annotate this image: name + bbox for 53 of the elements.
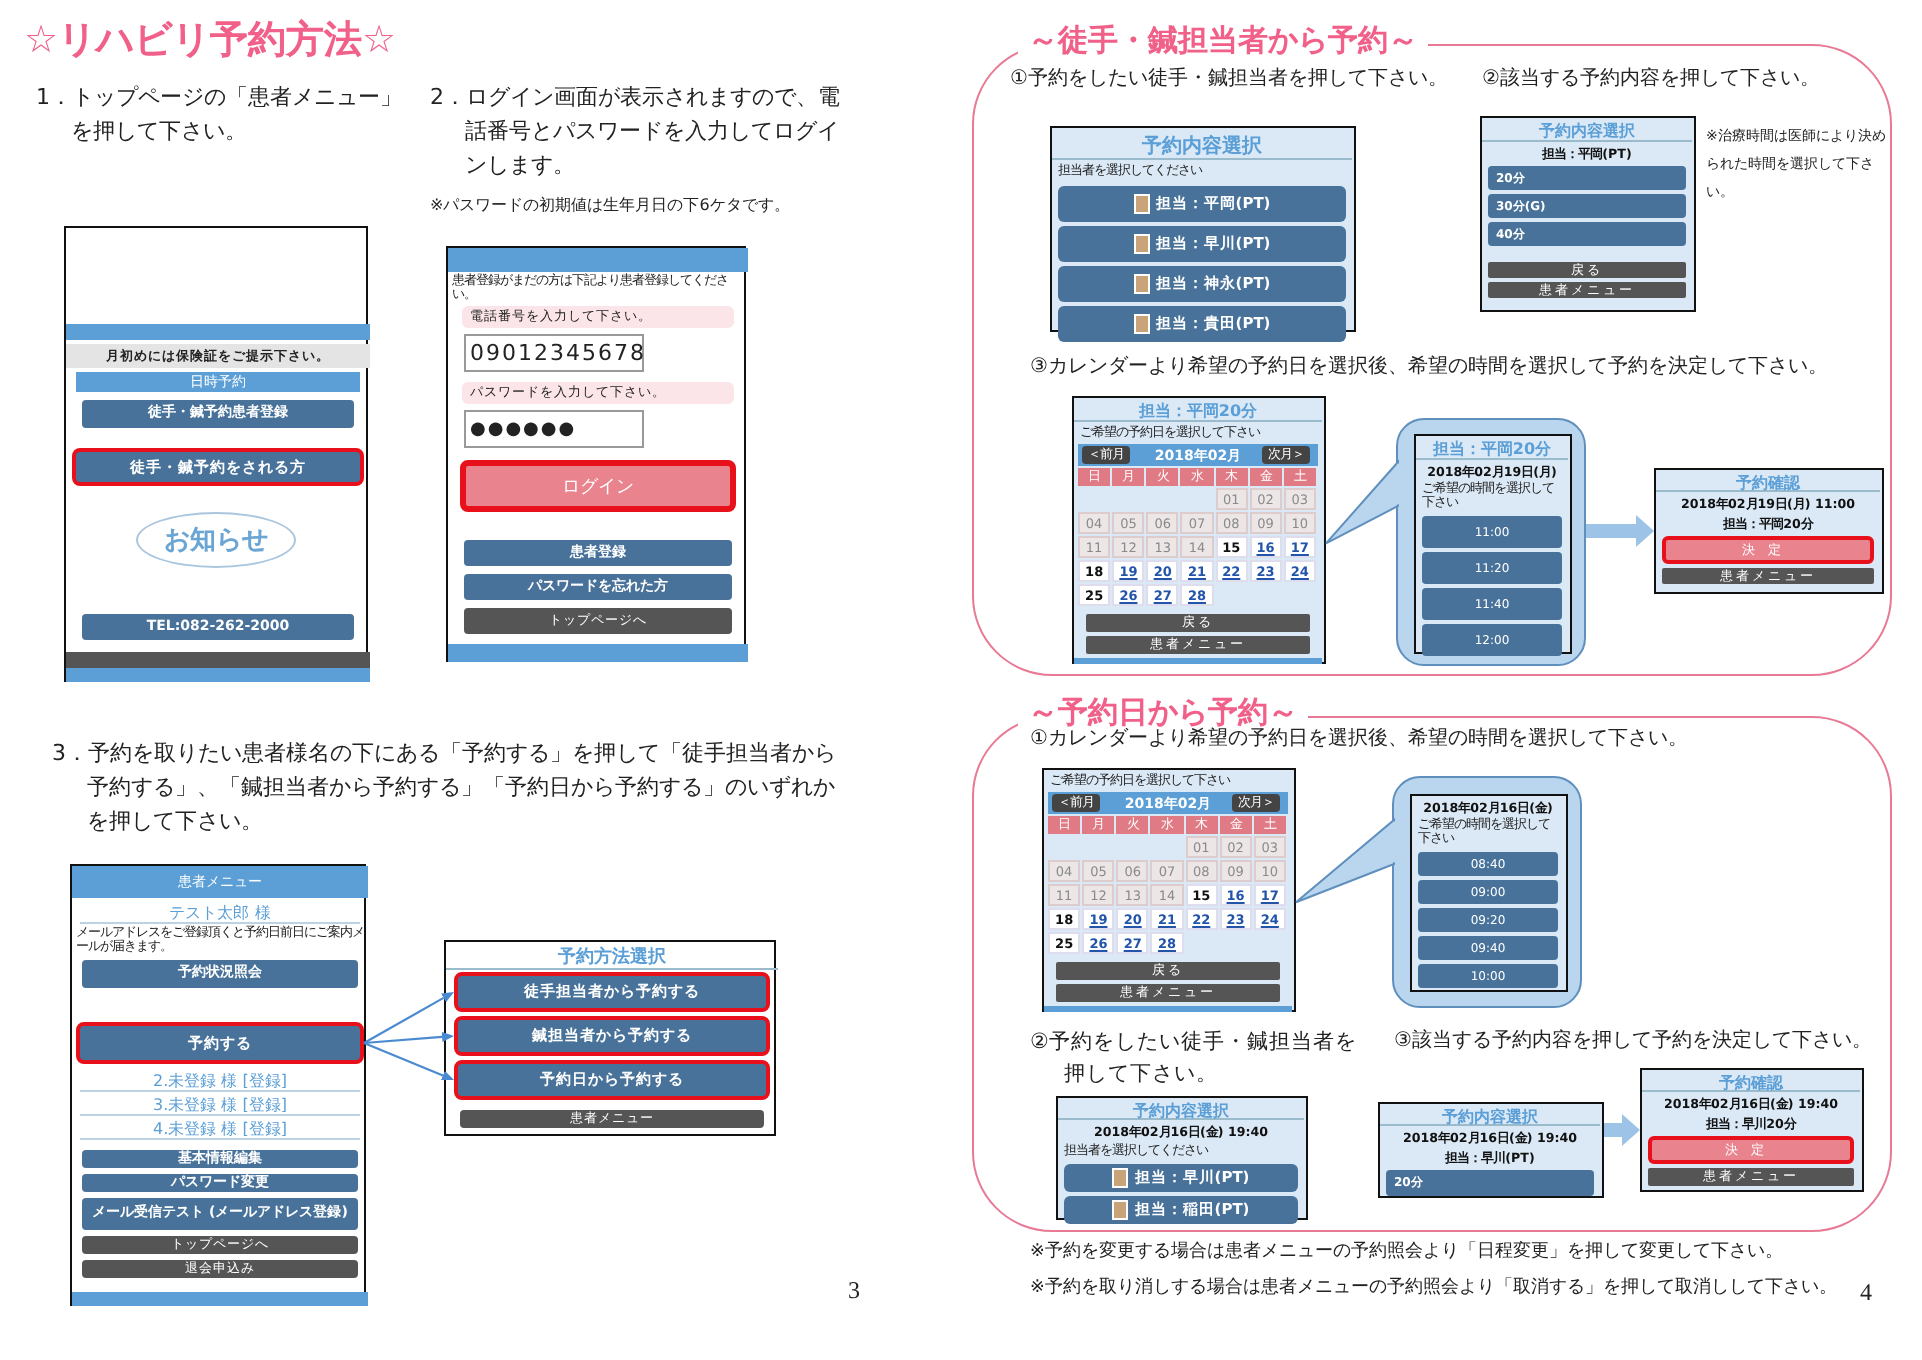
phone-screen <box>1056 1096 1308 1220</box>
instruction-text: ※予約を変更する場合は患者メニューの予約照会より「日程変更」を押して変更して下さい。 <box>1030 1240 1785 1266</box>
instruction-text: ②該当する予約内容を押して下さい。 <box>1482 65 1822 94</box>
input-field: ●●●●●● <box>464 410 644 448</box>
screen-title: 担当：平岡20分 <box>1074 400 1322 422</box>
patient-name: 4.未登録 様 [登録] <box>80 1118 360 1140</box>
page-number: 4 <box>1860 1276 1874 1310</box>
instruction-text: 1．トップページの「患者メニュー」を押して下さい。 <box>36 82 404 149</box>
instruction-text: 3．予約を取りたい患者様名の下にある「予約する」を押して「徒手担当者から予約する」、「鍼担当者から予約する」「予約日から予約する」のいずれかを押して下さい。 <box>52 738 836 839</box>
arrow <box>1604 1114 1640 1146</box>
arrow <box>1586 515 1654 547</box>
instruction-text: ※パスワードの初期値は生年月日の下6ケタです。 <box>430 194 792 218</box>
screen-title: 予約確認 <box>1642 1074 1860 1092</box>
calendar-screen <box>1042 768 1296 1012</box>
phone-screen <box>1640 1068 1864 1192</box>
calendar-screen <box>1072 396 1326 664</box>
phone-screen <box>1414 434 1572 654</box>
phone-screen <box>1410 794 1568 992</box>
phone-screen <box>70 864 366 1306</box>
phone-screen <box>1654 468 1884 594</box>
screen-title: 予約方法選択 <box>446 946 778 970</box>
phone-screen <box>446 246 746 662</box>
notice-badge: お知らせ <box>136 512 296 568</box>
screen-title: 担当：平岡20分 <box>1416 440 1568 460</box>
patient-name: テスト太郎 様 <box>80 902 360 924</box>
screen-title: 予約内容選択 <box>1058 1102 1304 1120</box>
login-button: ログイン <box>460 460 736 512</box>
screen-title: 予約確認 <box>1656 474 1880 492</box>
section-title: ～徒手・鍼担当者から予約～ <box>1018 22 1428 60</box>
instruction-text: ③該当する予約内容を押して予約を決定して下さい。 <box>1394 1027 1874 1056</box>
callout-bubble <box>1392 776 1582 1008</box>
callout-bubble <box>1396 418 1586 666</box>
instruction-text: 2．ログイン画面が表示されますので、電話番号とパスワードを入力してログインします。 <box>430 82 840 183</box>
instruction-text: ※予約を取り消しする場合は患者メニューの予約照会より「取消する」を押して取消しして下さい。 <box>1030 1276 1839 1302</box>
phone-screen <box>64 226 368 682</box>
page-number: 3 <box>848 1274 862 1308</box>
instruction-text: ②予約をしたい徒手・鍼担当者を押して下さい。 <box>1030 1028 1359 1091</box>
arrow <box>363 1031 454 1045</box>
screen-title: 予約内容選択 <box>1380 1108 1600 1126</box>
patient-name: 3.未登録 様 [登録] <box>80 1094 360 1116</box>
patient-name: 2.未登録 様 [登録] <box>80 1070 360 1092</box>
arrow <box>363 992 454 1044</box>
screen-title: 予約内容選択 <box>1482 122 1692 142</box>
phone-screen <box>444 940 776 1136</box>
arrow <box>363 1042 454 1081</box>
screen-title: 予約内容選択 <box>1052 132 1352 160</box>
input-field: 09012345678 <box>464 334 644 372</box>
instruction-text: ③カレンダーより希望の予約日を選択後、希望の時間を選択して予約を決定して下さい。 <box>1030 353 1830 382</box>
phone-screen <box>1480 116 1696 312</box>
instruction-text: ①カレンダーより希望の予約日を選択後、希望の時間を選択して下さい。 <box>1030 727 1690 754</box>
instruction-text: ①予約をしたい徒手・鍼担当者を押して下さい。 <box>1010 65 1450 94</box>
phone-screen <box>1378 1102 1604 1198</box>
page-title: ☆リハビリ予約方法☆ <box>24 16 399 66</box>
